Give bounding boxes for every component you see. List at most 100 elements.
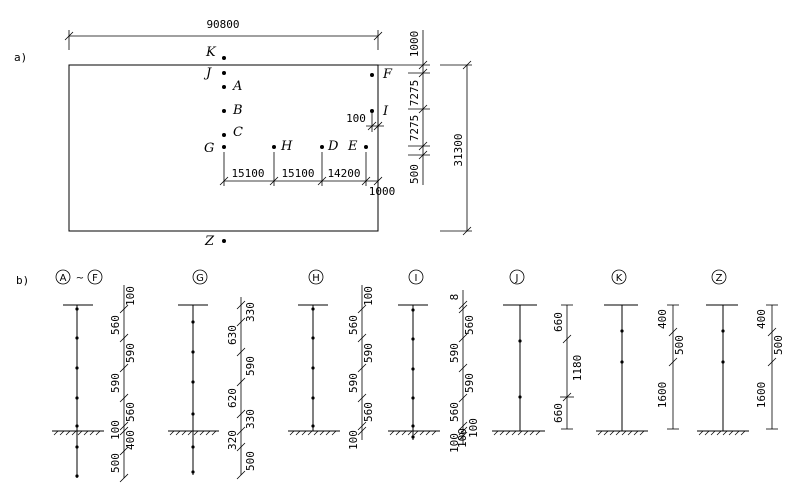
label-a: A — [232, 79, 242, 94]
label-b: B — [232, 103, 243, 118]
label-e: E — [347, 139, 358, 154]
point-f — [370, 73, 374, 77]
g-dim-3: 620 — [226, 388, 239, 408]
profile-k: 400 500 1600 — [596, 304, 686, 436]
g-dim-5: 320 — [226, 430, 239, 450]
header-f: F — [92, 273, 98, 284]
circle-j — [509, 269, 525, 285]
i-dim-2: 590 — [448, 343, 461, 363]
dim-right-7275b: 7275 — [408, 115, 421, 142]
dim-bottom-15100b: 15100 — [281, 167, 314, 180]
circle-f — [87, 269, 103, 285]
point-c — [222, 133, 226, 137]
dim-right-7275a: 7275 — [408, 80, 421, 107]
point-b — [222, 109, 226, 113]
header-sep: ~ — [76, 273, 84, 284]
header-z: Z — [716, 273, 723, 284]
header-i: I — [415, 273, 418, 284]
af-dim-1: 560 — [109, 315, 122, 335]
circle-z — [711, 269, 727, 285]
label-c: C — [233, 125, 243, 140]
dim-overall-height: 31300 — [440, 60, 472, 236]
g-dim-4: 330 — [244, 409, 257, 429]
point-g — [222, 145, 226, 149]
label-z: Z — [204, 234, 215, 249]
z-dim-1: 500 — [772, 335, 785, 355]
dim-height-label: 31300 — [452, 133, 465, 166]
point-i — [370, 109, 374, 113]
dim-bottom-chain: 15100 15100 14200 1000 — [219, 152, 396, 198]
k-dim-2: 1600 — [656, 382, 669, 409]
h-dim-5: 100 — [347, 430, 360, 450]
circle-g — [192, 269, 208, 285]
header-k: K — [616, 273, 623, 284]
g-dim-6: 500 — [244, 451, 257, 471]
h-dim-4: 560 — [362, 402, 375, 422]
profile-i: 8 560 590 590 560 100 100 100 — [388, 290, 480, 453]
label-d: D — [327, 139, 339, 154]
i-dim-0: 8 — [448, 294, 461, 301]
i-dim-5: 100 — [448, 433, 461, 453]
z-dim-2: 1600 — [755, 382, 768, 409]
af-dim-3: 590 — [109, 373, 122, 393]
g-dim-2: 590 — [244, 356, 257, 376]
g-dim-0: 330 — [244, 302, 257, 322]
point-d — [320, 145, 324, 149]
dim-right-chain: 1000 7275 7275 500 — [378, 30, 430, 185]
profile-h: 100 560 590 590 560 100 — [288, 285, 375, 450]
header-h: H — [312, 273, 320, 284]
point-a — [222, 85, 226, 89]
h-dim-3: 590 — [347, 373, 360, 393]
j-dim-1: 1180 — [571, 355, 584, 382]
plan-outline — [68, 64, 379, 232]
profile-g: 330 630 590 620 330 320 500 — [168, 297, 257, 480]
point-e — [364, 145, 368, 149]
dim-i-100: 100 — [346, 112, 366, 125]
h-dim-2: 590 — [362, 343, 375, 363]
i-dim-7: 100 — [467, 418, 480, 438]
dim-e-1000: 1000 — [369, 185, 396, 198]
g-dim-1: 630 — [226, 325, 239, 345]
k-dim-1: 500 — [673, 335, 686, 355]
profile-j: 660 1180 660 — [492, 304, 584, 436]
i-dim-3: 590 — [463, 373, 476, 393]
af-dim-2: 590 — [124, 343, 137, 363]
header-j: J — [515, 273, 519, 284]
circle-k — [611, 269, 627, 285]
caption-b: b) — [16, 274, 29, 287]
af-dim-7: 500 — [109, 453, 122, 473]
dim-right-1000: 1000 — [408, 31, 421, 58]
j-dim-0: 660 — [552, 312, 565, 332]
header-g: G — [196, 273, 204, 284]
circle-a — [55, 269, 71, 285]
point-j — [222, 71, 226, 75]
j-dim-2: 660 — [552, 403, 565, 423]
label-h: H — [280, 139, 293, 154]
h-dim-1: 560 — [347, 315, 360, 335]
point-h — [272, 145, 276, 149]
circle-h — [308, 269, 324, 285]
caption-a: a) — [14, 51, 27, 64]
label-f: F — [382, 67, 393, 82]
header-a: A — [60, 273, 67, 284]
dim-overall-width: 90800 — [64, 18, 383, 50]
point-k — [222, 56, 226, 60]
k-dim-0: 400 — [656, 309, 669, 329]
dim-i-offset: 100 — [346, 112, 384, 132]
dim-width-label: 90800 — [206, 18, 239, 31]
af-dim-4: 560 — [124, 402, 137, 422]
label-j: J — [203, 66, 212, 81]
af-dim-6: 400 — [124, 430, 137, 450]
i-dim-4: 560 — [448, 402, 461, 422]
dim-bottom-15100a: 15100 — [231, 167, 264, 180]
af-dim-0: 100 — [124, 286, 137, 306]
dim-bottom-14200: 14200 — [327, 167, 360, 180]
af-dim-5: 100 — [109, 420, 122, 440]
z-dim-0: 400 — [755, 309, 768, 329]
group-headers: A ~ F G H I J K Z — [55, 269, 727, 285]
h-dim-0: 100 — [362, 286, 375, 306]
label-g: G — [204, 141, 214, 156]
point-z — [222, 239, 226, 243]
